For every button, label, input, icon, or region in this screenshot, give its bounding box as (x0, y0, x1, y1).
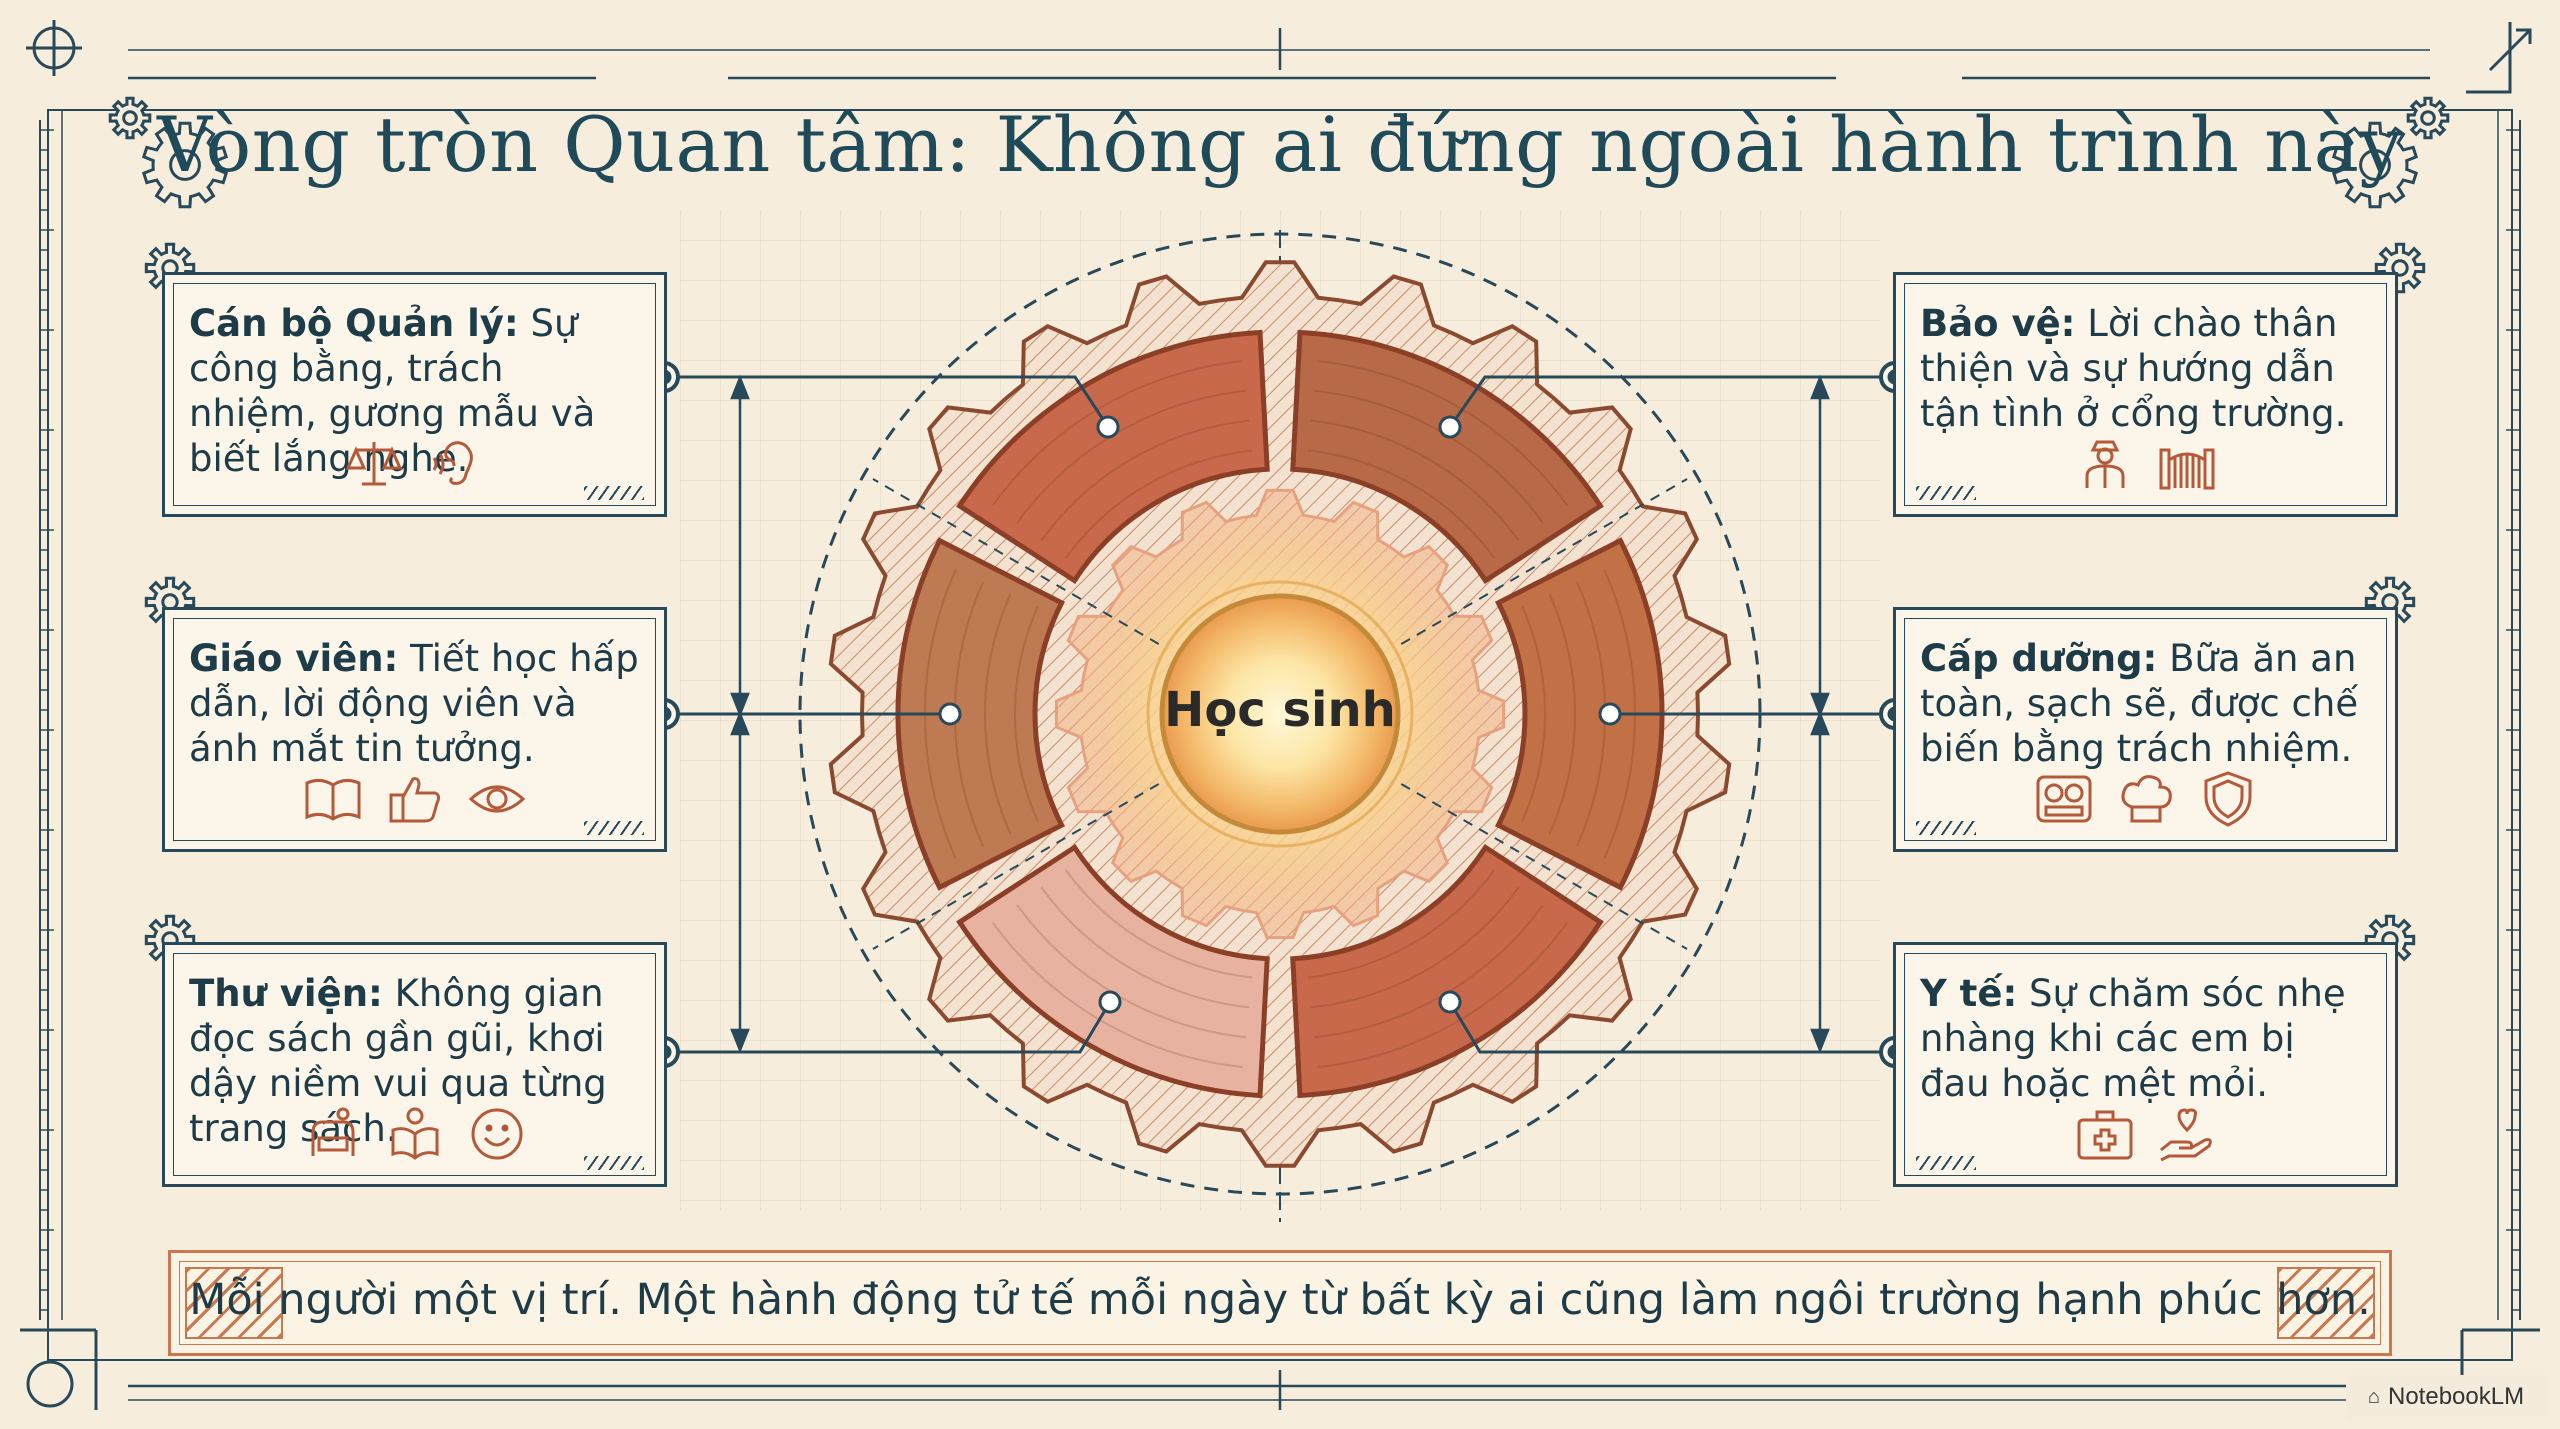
card-heading: Y tế: (1920, 972, 2018, 1015)
card-description: Sự công bằng, trách nhiệm, gương mẫu và … (189, 302, 596, 480)
gear-icon-hub (122, 110, 138, 126)
ring-segment (1494, 537, 1665, 891)
card-heading: Giáo viên: (189, 637, 399, 680)
gear-icon-hub (2391, 259, 2409, 277)
eye-icon (467, 769, 527, 829)
wood-grain-line (1317, 359, 1569, 506)
book-icon (303, 769, 363, 829)
ring-segment (1290, 329, 1604, 585)
card-bao-ve: Bảo vệ: Lời chào thân thiện và sự hướng … (1893, 272, 2398, 517)
ring-segment (895, 537, 1066, 891)
card-heading: Cán bộ Quản lý: (189, 302, 519, 345)
gear-icon-hub (2420, 110, 2436, 126)
segment-node (1096, 415, 1120, 439)
card-y-te: Y tế: Sự chăm sóc nhẹ nhàng khi các em b… (1893, 942, 2398, 1187)
wood-grain-line (1040, 419, 1250, 542)
wood-grain-line (1064, 869, 1253, 979)
wood-grain-line (991, 359, 1243, 506)
gate-icon (2157, 434, 2217, 494)
page-title: Vòng tròn Quan tâm: Không ai đứng ngoài … (157, 100, 2403, 189)
connector-line (1448, 1001, 1895, 1054)
card-description: Bữa ăn an toàn, sạch sẽ, được chế biến b… (1920, 637, 2359, 770)
card-text: Bảo vệ: Lời chào thân thiện và sự hướng … (1920, 301, 2371, 436)
card-description: Không gian đọc sách gần gũi, khơi dậy ni… (189, 972, 607, 1150)
first-aid-icon (2075, 1104, 2135, 1164)
card-cap-duong: Cấp dưỡng: Bữa ăn an toàn, sạch sẽ, được… (1893, 607, 2398, 852)
card-heading: Thư viện: (189, 972, 383, 1015)
card-text: Y tế: Sự chăm sóc nhẹ nhàng khi các em b… (1920, 971, 2371, 1106)
segment-node (1598, 702, 1622, 726)
card-description: Tiết học hấp dẫn, lời động viên và ánh m… (189, 637, 639, 770)
center-label: Học sinh (1164, 682, 1396, 738)
card-thu-vien: Thư viện: Không gian đọc sách gần gũi, k… (162, 942, 667, 1187)
card-text: Thư viện: Không gian đọc sách gần gũi, k… (189, 971, 640, 1151)
caring-hand-icon (2157, 1104, 2217, 1164)
shield-icon (2198, 769, 2258, 829)
segment-node (1098, 990, 1122, 1014)
connector-line (664, 1001, 1112, 1054)
card-text: Cán bộ Quản lý: Sự công bằng, trách nhiệ… (189, 301, 640, 481)
radial-spoke (1400, 478, 1688, 645)
watermark-label: NotebookLM (2388, 1383, 2525, 1410)
wood-grain-line (1521, 605, 1546, 823)
card-heading: Bảo vệ: (1920, 302, 2076, 345)
footer-hatch-right (2277, 1267, 2375, 1339)
thumbs-up-icon (385, 769, 445, 829)
radial-spoke (1400, 783, 1688, 950)
card-description: Sự chăm sóc nhẹ nhàng khi các em bị đau … (1920, 972, 2346, 1105)
wood-grain-line (1307, 449, 1496, 559)
card-giao-vien: Giáo viên: Tiết học hấp dẫn, lời động vi… (162, 607, 667, 852)
connector-line (1448, 375, 1895, 428)
footer-banner: Mỗi người một vị trí. Một hành động tử t… (168, 1250, 2392, 1356)
meal-tray-icon (2034, 769, 2094, 829)
guard-icon (2075, 434, 2135, 494)
ear-icon (426, 434, 486, 494)
wood-grain-line (1548, 593, 1577, 835)
card-text: Cấp dưỡng: Bữa ăn an toàn, sạch sẽ, được… (1920, 636, 2371, 771)
chef-hat-icon (2116, 769, 2176, 829)
segment-node (938, 702, 962, 726)
gear-icon-hub (2359, 149, 2391, 181)
gear-icon-hub (169, 149, 201, 181)
wood-grain-line (983, 593, 1012, 835)
card-text: Giáo viên: Tiết học hấp dẫn, lời động vi… (189, 636, 640, 771)
card-can-bo-quan-ly: Cán bộ Quản lý: Sự công bằng, trách nhiệ… (162, 272, 667, 517)
reader-icon (385, 1104, 445, 1164)
reading-chair-icon (303, 1104, 363, 1164)
card-heading: Cấp dưỡng: (1920, 637, 2158, 680)
scale-icon (344, 434, 404, 494)
ring-segment (1290, 843, 1604, 1099)
smile-icon (467, 1104, 527, 1164)
wood-grain-line (1310, 886, 1520, 1009)
segment-node (1438, 990, 1462, 1014)
wood-grain-line (991, 922, 1243, 1069)
wood-grain-line (1310, 419, 1520, 542)
ring-segment (956, 843, 1270, 1099)
wood-grain-line (1040, 886, 1250, 1009)
footer-hatch-left (185, 1267, 283, 1339)
ring-segment (956, 329, 1270, 585)
card-description: Lời chào thân thiện và sự hướng dẫn tận … (1920, 302, 2347, 435)
wood-grain-line (1014, 605, 1039, 823)
connector-line (664, 375, 1110, 428)
wood-grain-line (1064, 449, 1253, 559)
notebooklm-logo-icon: ⌂ (2367, 1385, 2380, 1408)
segment-node (1438, 415, 1462, 439)
wood-grain-line (1317, 922, 1569, 1069)
radial-spoke (872, 783, 1160, 950)
wood-grain-line (1307, 869, 1496, 979)
radial-spoke (872, 478, 1160, 645)
footer-text: Mỗi người một vị trí. Một hành động tử t… (189, 1275, 2371, 1325)
notebooklm-watermark: ⌂ NotebookLM (2346, 1375, 2546, 1419)
